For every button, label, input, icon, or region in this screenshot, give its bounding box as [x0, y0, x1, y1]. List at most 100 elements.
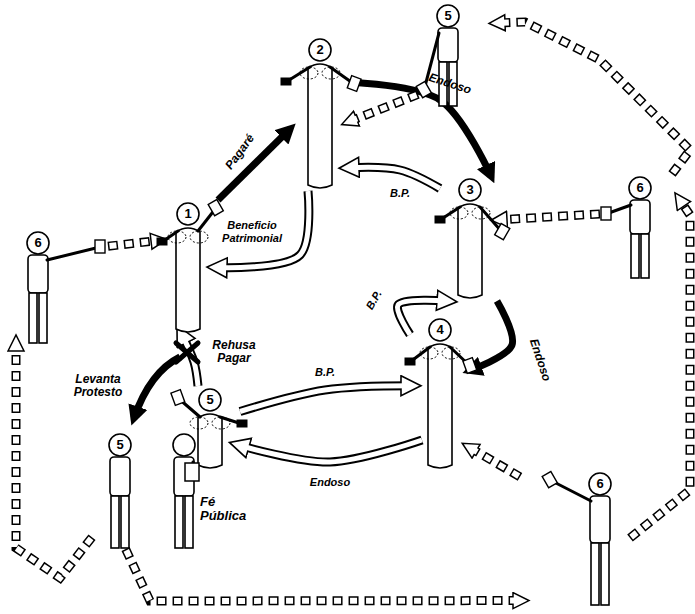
- figure-head: [459, 179, 481, 201]
- arrow-shaft-inner: [630, 200, 690, 538]
- arrow-shaft-inner: [218, 191, 309, 268]
- figure-leg: [185, 496, 193, 548]
- document-sheet: [495, 223, 510, 239]
- flow-arrow: [240, 440, 422, 462]
- figure-leg: [601, 543, 609, 605]
- node-text: Fé Pública: [200, 495, 244, 523]
- arrow-shaft-inner: [498, 22, 690, 174]
- arrow-label: Beneficio Patrimonial: [219, 219, 285, 245]
- figure-outline: [520, 470, 630, 606]
- figure-leg: [591, 543, 599, 605]
- arrow-label: Endoso: [419, 69, 480, 100]
- figure-shoulder: [190, 231, 208, 243]
- document-sheet: [601, 207, 611, 220]
- hand-object: [435, 216, 445, 223]
- arrow-shaft-inner: [350, 167, 440, 188]
- figure-head: [177, 203, 199, 225]
- figure-torso: [198, 414, 222, 468]
- person-figure: 1: [158, 200, 218, 335]
- arrow-shaft-inner: [350, 94, 418, 121]
- figure-leg: [121, 496, 129, 548]
- person-figure: 6: [600, 174, 680, 279]
- figure-leg: [39, 293, 47, 343]
- arrow-label: Pagaré: [217, 124, 263, 180]
- arrow-label: Endoso: [300, 476, 360, 489]
- flow-arrow: [470, 448, 520, 477]
- figure-head: [437, 5, 459, 27]
- flow-arrow: [218, 191, 309, 268]
- document-sheet: [95, 240, 105, 253]
- note-label: Levanta Protesto: [66, 373, 130, 399]
- hand-object: [405, 358, 415, 365]
- arrow-shaft: [240, 440, 422, 462]
- document-sheet: [208, 199, 223, 215]
- hand-object: [281, 78, 291, 85]
- figure-outline: [156, 431, 240, 549]
- notary-figure: Fé Pública: [156, 431, 240, 549]
- figure-arm: [47, 247, 100, 260]
- callout-number: 4: [429, 319, 451, 341]
- figure-torso: [308, 64, 332, 188]
- refusal-cross: [176, 343, 198, 362]
- clipboard: [185, 463, 199, 481]
- flow-arrow: [240, 386, 410, 412]
- arrow-shaft: [126, 549, 520, 601]
- figure-torso: [590, 496, 610, 543]
- protest-arrow: [134, 357, 180, 418]
- figure-torso: [458, 204, 482, 298]
- arrow-shaft: [630, 200, 690, 538]
- figure-head: [199, 389, 221, 411]
- document-sheet: [463, 358, 477, 374]
- person-figure: 4: [410, 316, 470, 471]
- arrow-shaft-inner: [470, 448, 520, 477]
- figure-leg: [29, 293, 37, 343]
- flow-arrow: [500, 214, 600, 220]
- figure-torso: [428, 344, 452, 468]
- figure-leg: [641, 234, 649, 278]
- callout-number: 3: [459, 179, 481, 201]
- arrow-shaft-inner: [240, 440, 422, 462]
- figure-head: [309, 39, 331, 61]
- figure-head: [629, 177, 651, 199]
- figure-torso: [28, 255, 48, 293]
- figure-leg: [111, 496, 119, 548]
- arrow-label: B.P.: [305, 366, 345, 379]
- arrow-shaft-inner: [240, 386, 410, 412]
- person-figure: 3: [440, 176, 500, 301]
- flow-arrow: [630, 200, 690, 538]
- document-sheet: [171, 390, 185, 406]
- arrow-shaft-inner: [108, 241, 158, 247]
- figure-torso: [630, 200, 650, 234]
- figure-torso: [438, 28, 458, 62]
- callout-number: 5: [199, 389, 221, 411]
- person-figure: 6: [8, 229, 108, 344]
- arrow-label: B.P.: [358, 279, 389, 320]
- arrow-shaft: [500, 214, 600, 220]
- arrow-shaft: [470, 301, 513, 370]
- hand-object: [237, 420, 247, 427]
- arrow-shaft: [108, 241, 158, 247]
- arrow-label: Endoso: [525, 329, 556, 390]
- flow-arrow: [108, 241, 158, 247]
- hand-object: [157, 238, 167, 245]
- callout-number: 2: [309, 39, 331, 61]
- figure-outline: [410, 316, 470, 471]
- figure-head: [109, 434, 131, 456]
- figure-leg: [175, 496, 183, 548]
- figure-torso: [176, 228, 200, 332]
- figure-head: [589, 473, 611, 495]
- arrow-shaft: [350, 94, 418, 121]
- person-figure: 5: [92, 431, 148, 549]
- document-sheet: [347, 76, 361, 92]
- refusal-cross: [176, 343, 198, 362]
- callout-number: 6: [629, 177, 651, 199]
- figure-shoulder: [190, 417, 208, 429]
- arrow-shaft: [470, 448, 520, 477]
- figure-outline: [8, 229, 108, 344]
- flow-arrow: [498, 22, 690, 174]
- callout-number: 5: [437, 5, 459, 27]
